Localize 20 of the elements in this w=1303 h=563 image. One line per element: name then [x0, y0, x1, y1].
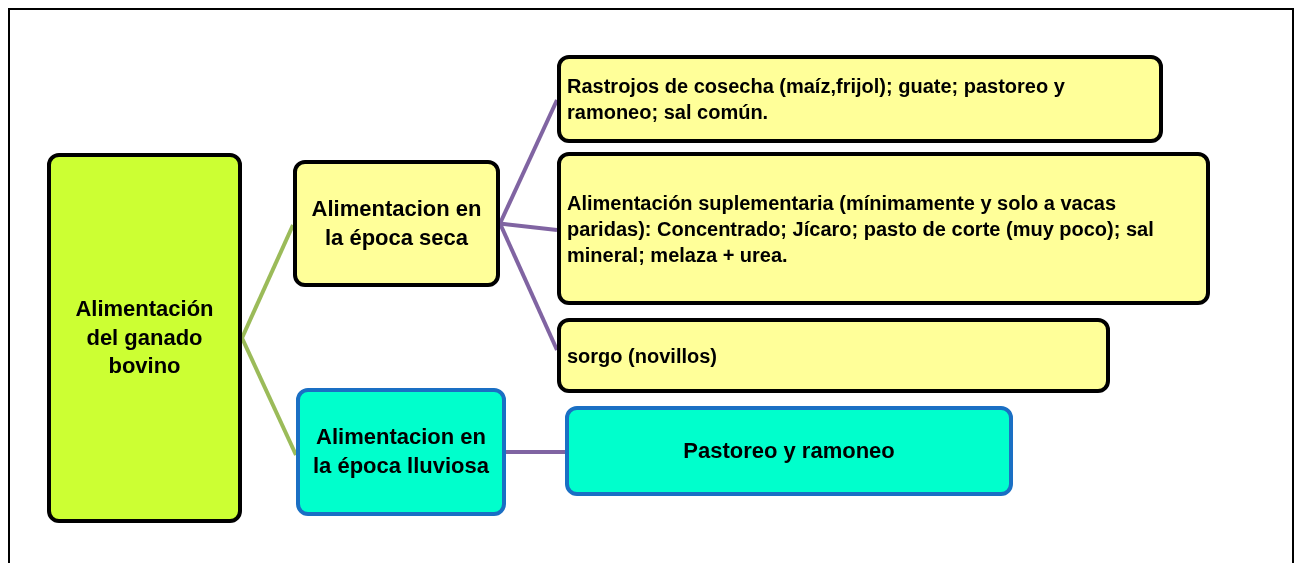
node-text: Alimentación suplementaria (mínimamente y solo a vacas paridas): Concentrado; Jícaro; pasto de corte (muy poco); sal mineral; melaza + urea.: [567, 190, 1155, 268]
node-text: Alimentación del ganado bovino: [74, 295, 215, 381]
connector-line: [498, 222, 559, 351]
connector-line: [506, 450, 565, 454]
node-text: Pastoreo y ramoneo: [682, 436, 896, 465]
detail-box: [557, 55, 1163, 143]
node-text: Alimentacion en la época lluviosa: [311, 423, 491, 480]
connector-line: [240, 224, 295, 339]
category-box: [296, 388, 506, 516]
category-box: [293, 160, 500, 287]
detail-box: [557, 318, 1110, 393]
connector-line: [499, 221, 558, 232]
connector-line: [498, 99, 559, 225]
detail-box: [565, 406, 1013, 496]
node-text: Alimentacion en la época seca: [310, 194, 483, 252]
node-text: sorgo (novillos): [567, 343, 718, 369]
detail-box: [557, 152, 1210, 305]
node-text: Rastrojos de cosecha (maíz,frijol); guate; pastoreo y ramoneo; sal común.: [567, 74, 1066, 125]
connector-line: [240, 337, 298, 456]
root-box: [47, 153, 242, 523]
